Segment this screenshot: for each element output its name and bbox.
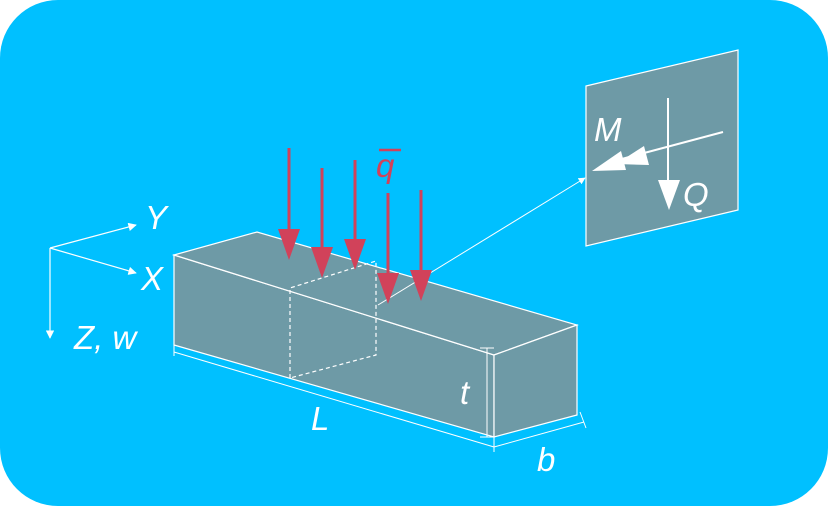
label-shear: Q (683, 176, 709, 213)
shear-arrow-head (658, 180, 680, 210)
axis-x-arrow (49, 247, 137, 275)
load-arrow-3-head (344, 239, 366, 270)
label-load: q (376, 147, 395, 184)
label-thickness: t (460, 374, 471, 411)
load-arrows (278, 148, 432, 304)
label-length: L (311, 400, 329, 437)
axis-y-arrow (49, 222, 137, 249)
load-arrow-2-head (311, 247, 333, 278)
beam-end-face (493, 324, 578, 438)
label-axis-z: Z, w (73, 319, 138, 356)
dimension-tick-width-right (579, 411, 587, 429)
dashed-section-outline (289, 260, 377, 379)
load-arrow-1-head (278, 229, 300, 260)
load-arrow-4-head (377, 273, 399, 304)
moment-arrow-head-1 (616, 146, 649, 165)
section-pointer-arrow (377, 177, 586, 306)
label-axis-y: Y (145, 199, 169, 236)
label-moment: M (594, 111, 622, 148)
moment-arrow-head-2 (592, 151, 626, 171)
load-arrow-5-head (410, 270, 432, 301)
label-axis-x: X (140, 260, 165, 297)
label-width: b (537, 441, 555, 478)
dimension-line-width (493, 421, 585, 448)
dimension-line-length (173, 351, 495, 448)
